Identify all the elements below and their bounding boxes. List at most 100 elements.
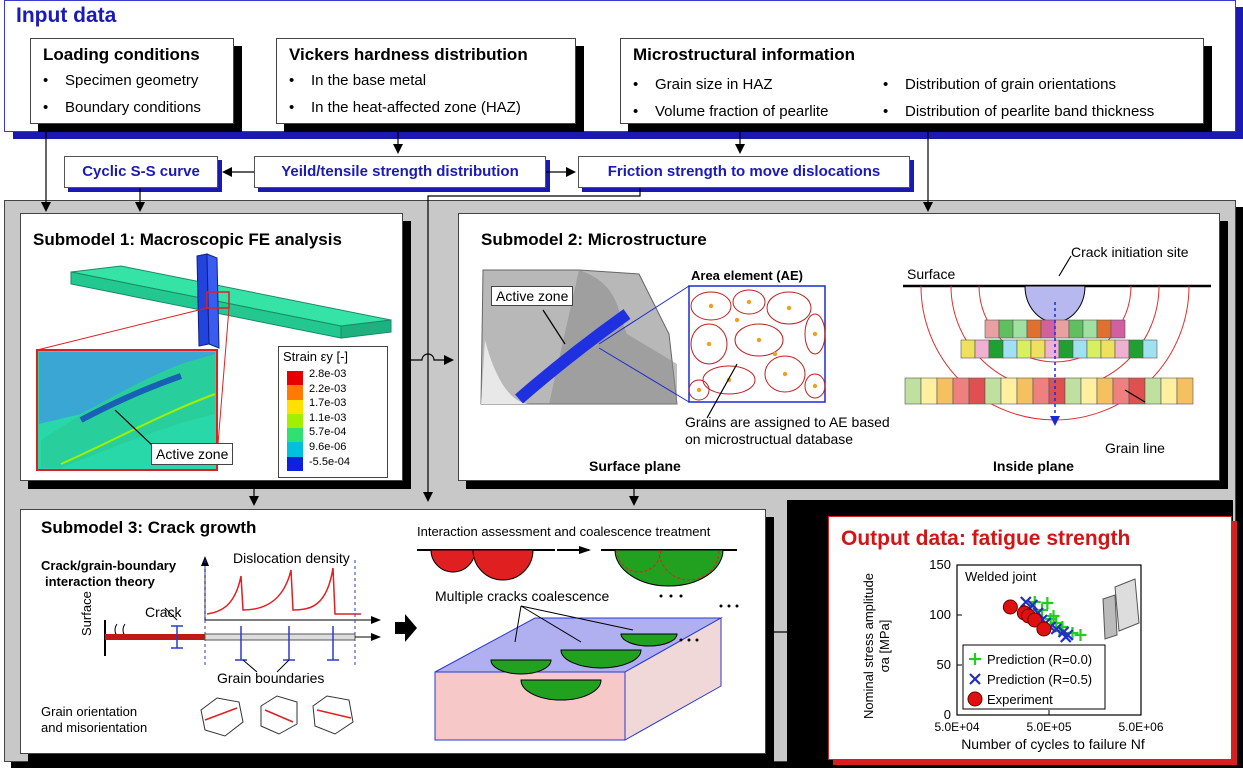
legend-swatch <box>287 442 303 457</box>
loading-conditions-title: Loading conditions <box>43 45 200 64</box>
grain-cell <box>1002 339 1018 359</box>
active-zone-label: Active zone <box>151 443 234 465</box>
grain-cell <box>1032 377 1050 405</box>
list-item: In the heat-affected zone (HAZ) <box>289 94 563 121</box>
legend-value: 1.1e-03 <box>309 411 347 424</box>
grain-cell <box>1026 319 1042 339</box>
list-item: Boundary conditions <box>43 94 221 121</box>
x-tick-label: 5.0E+06 <box>1118 720 1163 734</box>
legend-value: 5.7e-04 <box>309 426 347 439</box>
interaction-label: Interaction assessment and coalescence t… <box>417 524 711 539</box>
grain-cell <box>1114 339 1130 359</box>
data-point <box>1050 623 1063 635</box>
grain-cell <box>1160 377 1178 405</box>
grain-cell <box>904 377 922 405</box>
x-axis-label: Number of cycles to failure Nf <box>961 736 1145 752</box>
legend-swatch <box>287 413 303 429</box>
legend-label: Prediction (R=0.0) <box>987 652 1092 667</box>
output-title: Output data: fatigue strength <box>841 527 1131 550</box>
grain-cell <box>1054 319 1070 339</box>
list-item: Distribution of pearlite band thickness <box>883 98 1154 125</box>
specimen-icon <box>1114 578 1140 632</box>
x-tick-label: 5.0E+04 <box>934 720 979 734</box>
vickers-hardness-title: Vickers hardness distribution <box>289 45 528 64</box>
grain-cell <box>1072 339 1088 359</box>
grain-cell <box>1016 377 1034 405</box>
active-zone-label-2: Active zone <box>491 286 574 306</box>
submodel-1-title: Submodel 1: Macroscopic FE analysis <box>33 230 342 249</box>
strain-legend-title: Strain εy [-] <box>283 349 349 364</box>
crack-initiation-label: Crack initiation site <box>1071 244 1189 260</box>
theory-label-line: Crack/grain-boundary <box>41 558 177 573</box>
legend-label: Experiment <box>987 692 1053 707</box>
grain-cell <box>1058 339 1074 359</box>
legend-value: 1.7e-03 <box>309 397 347 410</box>
orientation-label-line: and misorientation <box>41 720 148 735</box>
grain-cell <box>920 377 938 405</box>
legend-label: Prediction (R=0.5) <box>987 672 1092 687</box>
surface-label: Surface <box>907 266 956 282</box>
data-point <box>1059 631 1072 643</box>
grain-cell <box>1016 339 1032 359</box>
yield-tensile-box: Yeild/tensile strength distribution <box>254 156 546 188</box>
grains-note: Grains are assigned to AE based on micro… <box>685 414 890 448</box>
grain-cell <box>1144 377 1162 405</box>
data-point <box>967 691 983 707</box>
grain-cell <box>952 377 970 405</box>
grain-cell <box>1044 339 1060 359</box>
list-item: Specimen geometry <box>43 67 221 94</box>
vickers-hardness-box: Vickers hardness distribution In the bas… <box>276 38 576 124</box>
x-tick-label: 5.0E+05 <box>1026 720 1071 734</box>
grain-line-label: Grain line <box>1105 440 1165 456</box>
grain-row <box>960 339 1158 359</box>
list-item: Grain size in HAZ <box>633 71 828 98</box>
chart-legend <box>962 644 1106 710</box>
y-tick-label: 50 <box>937 657 951 672</box>
grain-cell <box>1086 339 1102 359</box>
list-item: Volume fraction of pearlite <box>633 98 828 125</box>
grain-cell <box>960 339 976 359</box>
grain-cell <box>1064 377 1082 405</box>
submodel-2-title: Submodel 2: Microstructure <box>481 230 707 249</box>
cyclic-ss-curve-box: Cyclic S-S curve <box>64 156 218 188</box>
legend-value: 9.6e-06 <box>309 440 347 453</box>
grain-cell <box>1080 377 1098 405</box>
microstructural-info-title: Microstructural information <box>633 45 855 64</box>
submodel-2-panel: Submodel 2: Microstructure <box>458 213 1220 481</box>
grain-cell <box>1068 319 1084 339</box>
y-axis-label: σa [MPa] <box>877 620 892 673</box>
grain-cell <box>1142 339 1158 359</box>
list-item: In the base metal <box>289 67 563 94</box>
grain-cell <box>1110 319 1126 339</box>
submodel-1-panel: Submodel 1: Macroscopic FE analysis Acti… <box>20 213 403 481</box>
legend-swatch <box>287 428 303 443</box>
list-item: Distribution of grain orientations <box>883 71 1154 98</box>
grain-cell <box>1082 319 1098 339</box>
y-tick-label: 150 <box>929 557 951 572</box>
data-point <box>1074 629 1087 641</box>
grain-cell <box>1096 377 1114 405</box>
orientation-label-line: Grain orientation <box>41 704 138 719</box>
grain-row <box>984 319 1126 339</box>
grain-cell <box>984 319 1000 339</box>
data-point <box>969 673 981 685</box>
grain-cell <box>974 339 990 359</box>
legend-value: -5.5e-04 <box>309 455 350 468</box>
legend-swatch <box>287 399 303 414</box>
y-tick-label: 0 <box>944 707 951 722</box>
legend-value: 2.2e-03 <box>309 382 347 395</box>
theory-label: Crack/grain-boundary interaction theory <box>41 558 176 590</box>
grain-row <box>904 377 1194 405</box>
grain-cell <box>1040 319 1056 339</box>
grain-cell <box>984 377 1002 405</box>
orientation-label: Grain orientation and misorientation <box>41 704 147 736</box>
crack-growth-graphic <box>104 546 739 741</box>
chart-annotation: Welded joint <box>965 569 1037 584</box>
grain-cell <box>1000 377 1018 405</box>
grain-cell <box>1100 339 1116 359</box>
data-point <box>1002 599 1018 615</box>
grains-note-line: Grains are assigned to AE based <box>685 414 890 430</box>
y-axis-label: Nominal stress amplitude <box>861 573 876 719</box>
